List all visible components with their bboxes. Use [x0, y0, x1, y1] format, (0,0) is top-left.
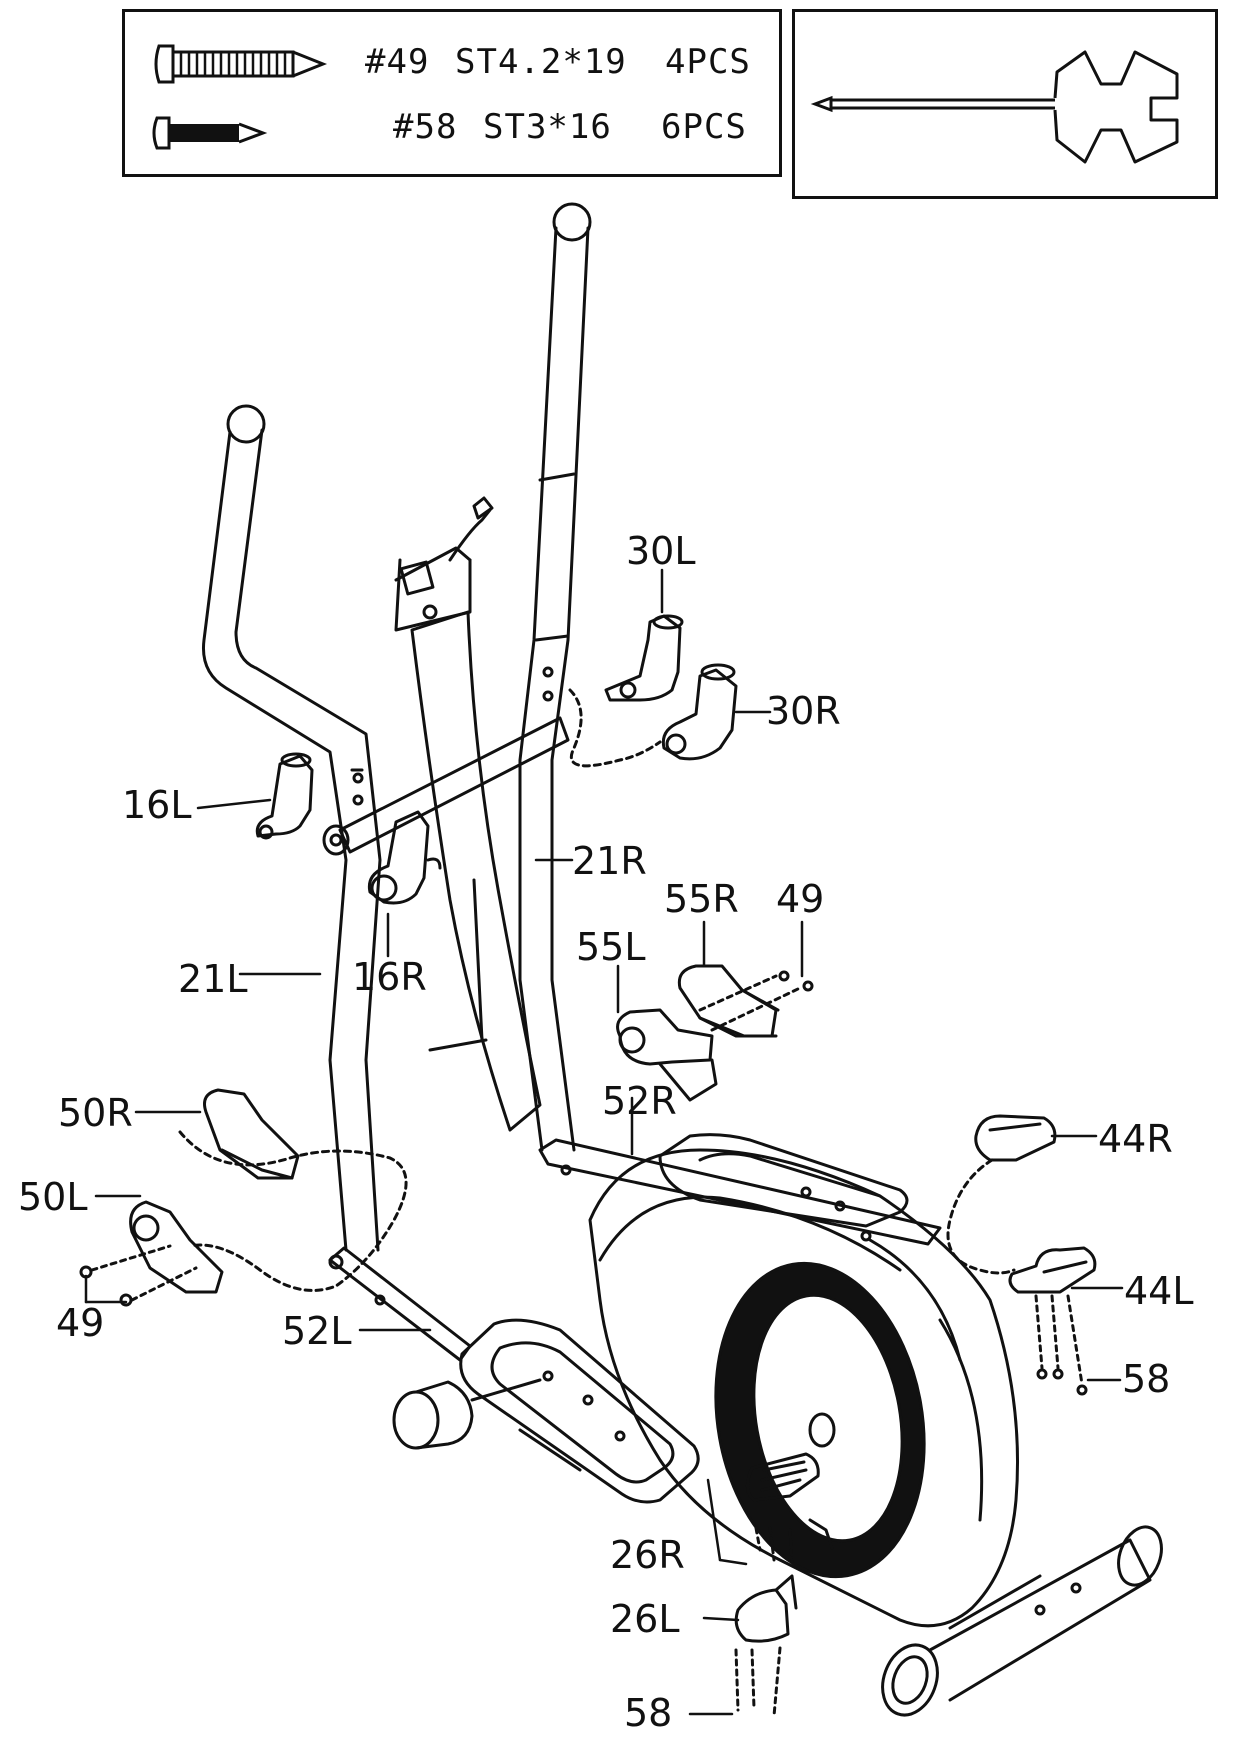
label-30R: 30R	[766, 689, 841, 733]
cover-16L	[255, 752, 314, 840]
cover-55L	[616, 1008, 718, 1102]
label-52L: 52L	[282, 1309, 352, 1353]
label-44R: 44R	[1098, 1117, 1173, 1161]
label-26R: 26R	[610, 1533, 685, 1577]
hardware-part-49: #49	[365, 42, 430, 82]
screw-small-icon	[152, 116, 268, 150]
front-stabilizer	[392, 1378, 542, 1450]
flywheel-housing	[588, 1148, 1020, 1628]
hardware-list-box: #49 ST4.2*19 4PCS #58 ST3*16 6PCS	[122, 9, 782, 177]
rear-stabilizer	[881, 1525, 1163, 1717]
cover-30R	[661, 663, 738, 761]
label-58-bottom: 58	[624, 1691, 673, 1735]
label-26L: 26L	[610, 1597, 680, 1641]
label-55R: 55R	[664, 877, 739, 921]
hardware-spec-49: ST4.2*19	[455, 42, 627, 82]
hardware-spec-58: ST3*16	[483, 107, 612, 147]
screw-large-icon	[154, 44, 328, 84]
label-49-top: 49	[776, 877, 825, 921]
foot-pedal-left	[459, 1318, 700, 1504]
label-50R: 50R	[58, 1091, 133, 1135]
cover-30L	[604, 614, 684, 702]
flywheel-disc	[714, 1261, 926, 1579]
label-21L: 21L	[178, 957, 248, 1001]
cover-44L	[1008, 1246, 1097, 1294]
foot-pedal-right	[658, 1133, 909, 1228]
label-55L: 55L	[576, 925, 646, 969]
cover-16R	[367, 810, 442, 905]
label-30L: 30L	[626, 529, 696, 573]
handlebar-left	[201, 404, 382, 1252]
cross-bar	[322, 716, 570, 856]
combination-wrench-screwdriver-icon	[810, 50, 1179, 164]
label-16R: 16R	[352, 955, 427, 999]
label-58-right: 58	[1122, 1357, 1171, 1401]
label-52R: 52R	[602, 1079, 677, 1123]
tool-box	[792, 9, 1218, 199]
cover-44R	[974, 1114, 1057, 1162]
crank-pedal-26L	[734, 1574, 798, 1643]
label-16L: 16L	[122, 783, 192, 827]
label-50L: 50L	[18, 1175, 88, 1219]
label-49-bottom: 49	[56, 1301, 105, 1345]
hardware-part-58: #58	[393, 107, 458, 147]
cover-55R	[677, 964, 814, 1038]
cover-50R	[203, 1088, 300, 1180]
hardware-qty-58: 6PCS	[661, 107, 747, 147]
label-44L: 44L	[1124, 1269, 1194, 1313]
hardware-qty-49: 4PCS	[665, 42, 751, 82]
handlebar-right	[518, 202, 592, 1152]
leader-lines	[84, 568, 1124, 1716]
crank-pedal-26R	[746, 1452, 834, 1550]
label-21R: 21R	[572, 839, 647, 883]
